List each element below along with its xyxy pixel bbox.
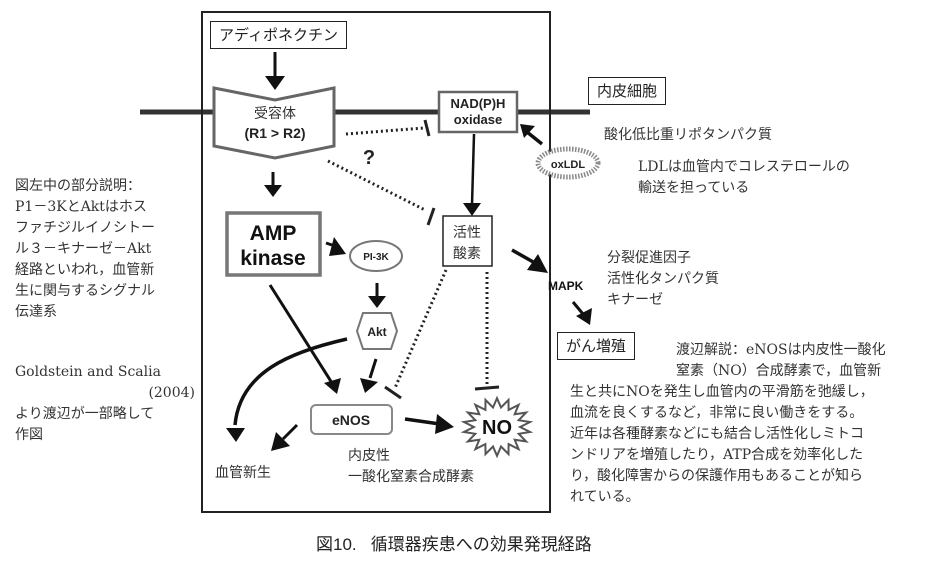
enos-jp-label-line2: 一酸化窒素合成酵素 (348, 468, 474, 485)
arrow-akt-to-enos (360, 358, 378, 393)
arrow-pi3k-to-akt (368, 283, 386, 308)
pi3k-label: PI-3K (363, 252, 389, 263)
receptor-shape (212, 86, 336, 160)
amp-kinase-box (225, 211, 322, 277)
commentary-line: れている。 (570, 489, 640, 505)
inhibition-ros-to-enos (384, 269, 448, 400)
enos-jp-label-line1: 内皮性 (348, 448, 390, 464)
unknown-mechanism-mark: ? (363, 147, 375, 169)
commentary-line: 窒素（NO）合成酵素で，血管新 (676, 363, 882, 379)
arrow-akt-to-angiogenesis (226, 337, 348, 442)
no-label: NO (482, 417, 512, 439)
receptor-subtype-label: (R1 > R2) (244, 125, 305, 141)
nadph-label-line2: oxidase (454, 112, 502, 127)
arrow-amp-to-enos (268, 284, 341, 394)
commentary-line: り，酸化障害からの保護作用もあることが知ら (570, 468, 864, 484)
enos-box (310, 404, 393, 435)
oxldl-annotation-line1: LDLは血管内でコレステロールの (638, 159, 850, 175)
commentary-line: 血流を良くするなど，非常に良い働きをする。 (570, 405, 864, 421)
explanation-line: P1－3KとAktはホス (15, 199, 147, 215)
arrow-adiponectin-to-receptor (265, 52, 285, 90)
commentary-line: ンドリアを増殖したり，ATP合成を効率化した (570, 447, 864, 463)
mapk-annotation-line3: キナーゼ (607, 292, 663, 308)
left-explanation-note: 図左中の部分説明： P1－3KとAktはホス ファチジルイノシトー ル３－キナー… (15, 176, 155, 323)
ros-label-line1: 活性 (453, 225, 481, 241)
figure-caption: 図10. 循環器疾患への効果発現経路 (316, 535, 592, 554)
arrow-mapk-to-cancer (571, 301, 592, 325)
oxldl-label: oxLDL (551, 159, 586, 171)
arrow-receptor-to-amp (264, 172, 282, 197)
mapk-label: MAPK (548, 279, 584, 293)
inhibition-ros-to-no (474, 272, 500, 391)
source-line: Goldstein and Scalia (15, 364, 161, 380)
arrow-amp-to-pi3k (325, 237, 346, 256)
nadph-oxidase-box (437, 90, 519, 134)
angiogenesis-label: 血管新生 (215, 465, 271, 481)
akt-hexagon (355, 312, 399, 350)
source-line: 作図 (15, 427, 43, 443)
diagram-frame (201, 11, 551, 513)
nadph-label-line1: NAD(P)H (451, 96, 506, 111)
left-source-note: Goldstein and Scalia (2004) より渡辺が一部略して 作… (15, 362, 195, 446)
oxldl-starburst (535, 146, 601, 180)
mapk-annotation-line2: 活性化タンパク質 (607, 271, 719, 287)
inhibition-receptor-to-nadph (345, 119, 431, 137)
oxldl-annotation-line2: 輸送を担っている (638, 180, 750, 196)
explanation-line: 経路といわれ，血管新 (15, 262, 155, 278)
no-starburst (460, 395, 534, 459)
oxldl-annotation-title: 酸化低比重リポタンパク質 (604, 127, 772, 143)
adiponectin-box: アディポネクチン (210, 21, 347, 49)
cancer-growth-box: がん増殖 (557, 332, 636, 360)
arrow-nadph-to-ros (463, 133, 481, 216)
explanation-line: ル３－キナーゼ－Akt (15, 241, 152, 257)
amp-kinase-label-line1: AMP (250, 222, 297, 245)
enos-label: eNOS (332, 412, 370, 428)
right-commentary-note: 渡辺解説：eNOSは内皮性一酸化 窒素（NO）合成酵素で，血管新 生と共にNOを… (570, 340, 942, 508)
commentary-line: 生と共にNOを発生し血管内の平滑筋を弛緩し， (570, 384, 874, 400)
ros-box (442, 215, 493, 267)
arrow-oxldl-to-nadph (520, 124, 544, 146)
arrow-enos-to-angiogenesis (271, 423, 299, 451)
akt-label: Akt (367, 325, 386, 339)
inhibition-receptor-to-ros (327, 159, 436, 226)
explanation-line: 生に関与するシグナル (15, 283, 155, 299)
explanation-line: 図左中の部分説明： (15, 178, 141, 194)
commentary-line: 近年は各種酵素などにも結合し活性化しミトコ (570, 426, 864, 442)
source-line: (2004) (148, 385, 195, 401)
arrow-ros-to-mapk (511, 248, 548, 273)
amp-kinase-label-line2: kinase (240, 247, 305, 270)
ros-label-line2: 酸素 (453, 246, 481, 262)
commentary-line: 渡辺解説：eNOSは内皮性一酸化 (676, 342, 886, 358)
explanation-line: ファチジルイノシトー (15, 220, 155, 236)
arrow-enos-to-no (404, 414, 454, 434)
pi3k-ellipse (349, 240, 403, 272)
mapk-annotation-line1: 分裂促進因子 (607, 250, 691, 266)
receptor-label: 受容体 (254, 105, 296, 122)
source-line: より渡辺が一部略して (15, 406, 155, 422)
explanation-line: 伝達系 (15, 304, 57, 320)
endothelial-cell-label-box: 内皮細胞 (588, 77, 667, 105)
